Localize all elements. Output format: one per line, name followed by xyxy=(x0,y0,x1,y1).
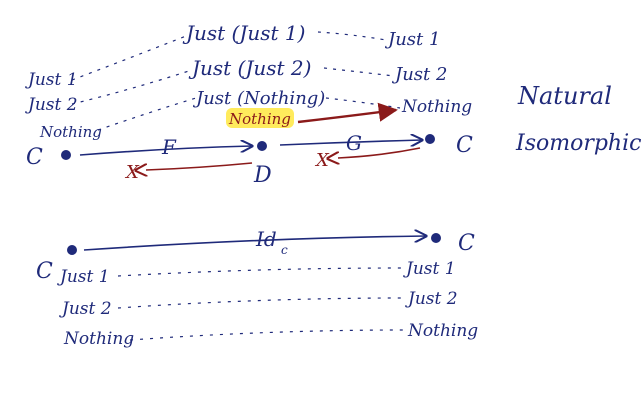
functor-G-arrow xyxy=(279,140,422,145)
bottom-dotted-links xyxy=(117,267,405,341)
bottom-left-object-dot xyxy=(67,245,77,255)
top-left-object-label: C xyxy=(26,145,43,170)
bottom-right-value-2: Just 2 xyxy=(405,289,458,309)
bottom-left-object-label: C xyxy=(36,259,53,284)
bottom-right-value-3: Nothing xyxy=(407,321,478,341)
back-arrow-left xyxy=(146,162,253,170)
middle-value-1: Just (Just 1) xyxy=(182,21,305,45)
top-left-object-dot xyxy=(61,150,71,160)
identity-arrow xyxy=(83,236,426,251)
bottom-right-value-1: Just 1 xyxy=(403,259,456,279)
identity-label: Id xyxy=(255,227,277,251)
left-value-1: Just 1 xyxy=(25,70,78,90)
cross-mark-left: X xyxy=(124,162,140,183)
middle-value-3: Just (Nothing) xyxy=(192,88,325,109)
top-dotted-links xyxy=(71,31,401,131)
functor-F-label: F xyxy=(161,135,177,159)
middle-object-dot xyxy=(257,141,267,151)
right-value-3: Nothing xyxy=(401,97,472,117)
bottom-right-object-label: C xyxy=(458,231,475,256)
bottom-left-value-2: Just 2 xyxy=(59,299,112,319)
note-isomorphic: Isomorphic xyxy=(515,131,641,156)
middle-value-2: Just (Just 2) xyxy=(188,56,311,80)
bottom-left-value-3: Nothing xyxy=(63,329,134,349)
middle-value-4: Nothing xyxy=(228,110,291,128)
cross-mark-right: X xyxy=(314,150,330,171)
left-value-3: Nothing xyxy=(39,123,102,141)
note-natural: Natural xyxy=(517,82,612,110)
identity-label-subscript: c xyxy=(281,243,288,257)
top-right-object-dot xyxy=(425,134,435,144)
back-arrow-right xyxy=(338,147,421,158)
functor-F-arrow xyxy=(79,146,252,156)
middle-object-label: D xyxy=(253,163,272,188)
bottom-right-object-dot xyxy=(431,233,441,243)
bottom-left-value-1: Just 1 xyxy=(57,267,110,287)
left-value-2: Just 2 xyxy=(25,95,78,115)
top-right-object-label: C xyxy=(456,133,473,158)
right-value-2: Just 2 xyxy=(391,64,447,85)
functor-G-label: G xyxy=(346,131,362,155)
nothing-highlight xyxy=(226,108,294,128)
right-value-1: Just 1 xyxy=(384,29,440,50)
nothing-mapping-arrow xyxy=(297,102,398,124)
